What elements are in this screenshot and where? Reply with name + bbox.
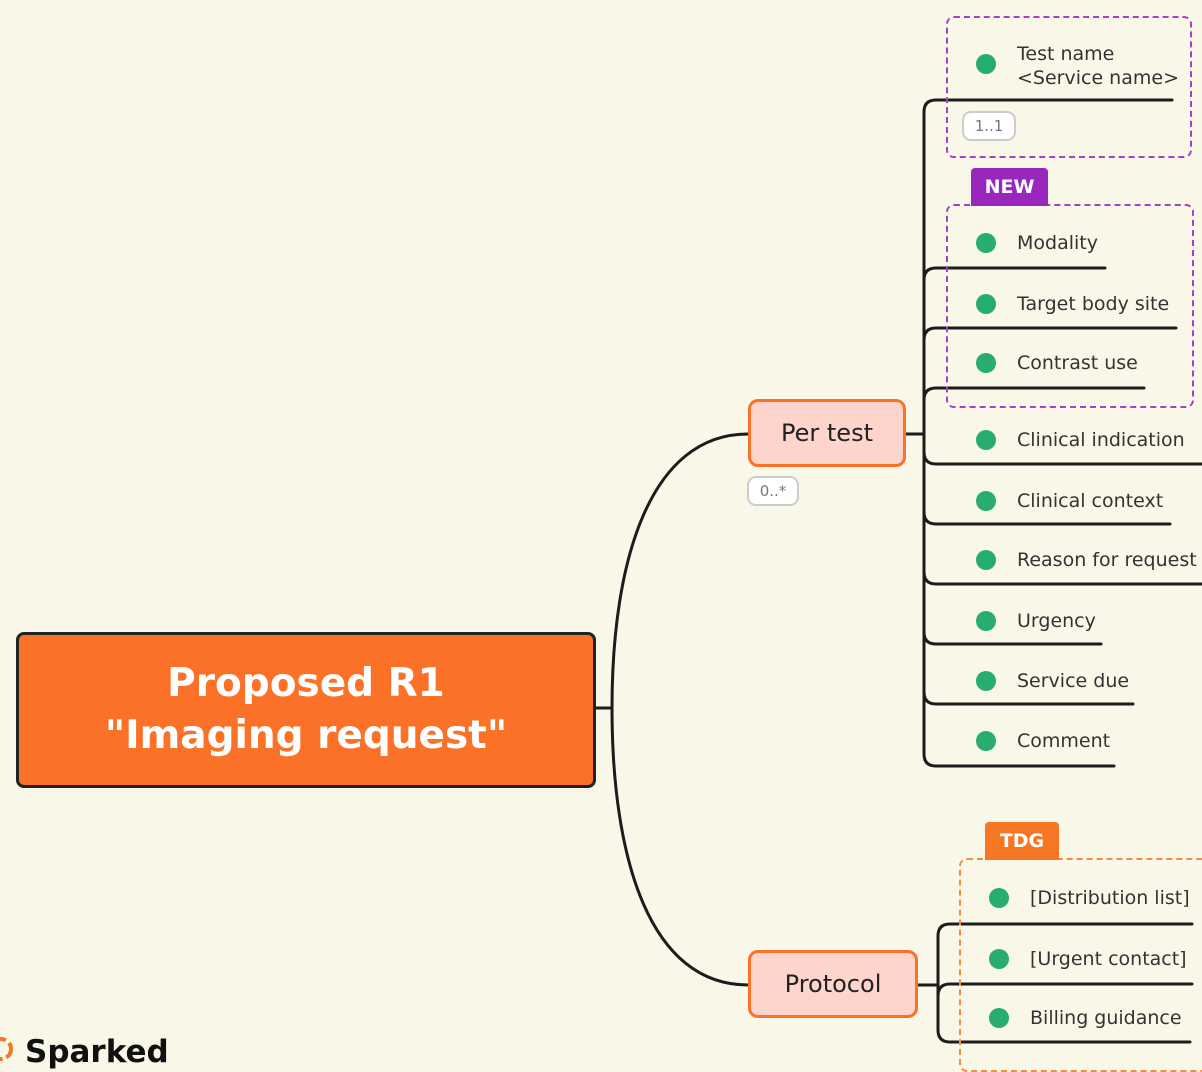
status-dot-icon: [976, 550, 996, 570]
connector-protocol-trunk: [936, 922, 952, 1044]
sparked-logo-text: Sparked: [25, 1034, 169, 1070]
root-node[interactable]: Proposed R1 "Imaging request": [16, 632, 596, 788]
leaf-label: Billing guidance: [1030, 1007, 1182, 1029]
per-test-node[interactable]: Per test: [748, 399, 906, 467]
status-dot-icon: [989, 1008, 1009, 1028]
protocol-node[interactable]: Protocol: [748, 950, 918, 1018]
underline-clinical-context: [922, 510, 1172, 526]
underline-clinical-indication: [922, 450, 1202, 466]
leaf-label: Clinical indication: [1017, 429, 1185, 451]
protocol-label: Protocol: [784, 970, 882, 998]
leaf-label: Clinical context: [1017, 490, 1164, 512]
leaf-label: Target body site: [1017, 293, 1170, 315]
status-dot-icon: [976, 611, 996, 631]
underline-service-due: [922, 690, 1135, 706]
status-dot-icon: [976, 233, 996, 253]
status-dot-icon: [976, 430, 996, 450]
root-title-line1: Proposed R1: [167, 661, 445, 706]
leaf-label: [Distribution list]: [1030, 887, 1190, 909]
sparked-logo-icon: [0, 1037, 13, 1061]
per-test-cardinality: 0..*: [747, 476, 799, 506]
per-test-label: Per test: [781, 419, 873, 447]
leaf-label: Urgency: [1017, 610, 1096, 632]
test-name-cardinality: 1..1: [962, 111, 1016, 141]
new-group-box: [946, 204, 1194, 408]
status-dot-icon: [989, 888, 1009, 908]
connector-root-protocol: [610, 706, 750, 987]
leaf-label-sub: <Service name>: [1017, 67, 1179, 89]
test-name-group-box: [946, 16, 1192, 158]
status-dot-icon: [976, 294, 996, 314]
leaf-label: Contrast use: [1017, 352, 1138, 374]
underline-urgent-contact: [936, 982, 1194, 998]
status-dot-icon: [976, 54, 996, 74]
underline-urgency: [922, 630, 1103, 646]
status-dot-icon: [976, 353, 996, 373]
status-dot-icon: [989, 949, 1009, 969]
tdg-tag: TDG: [985, 822, 1059, 860]
root-title-line2: "Imaging request": [104, 713, 508, 758]
connector-root-per-test: [610, 432, 750, 710]
leaf-label: Comment: [1017, 730, 1111, 752]
status-dot-icon: [976, 731, 996, 751]
leaf-label: Test name: [1017, 43, 1115, 65]
leaf-label: Modality: [1017, 232, 1098, 254]
status-dot-icon: [976, 671, 996, 691]
status-dot-icon: [976, 491, 996, 511]
underline-reason-for-request: [922, 570, 1202, 586]
underline-modality: [922, 266, 1107, 282]
leaf-label: Service due: [1017, 670, 1130, 692]
underline-contrast-use: [922, 386, 1146, 402]
underline-target-body-site: [922, 326, 1178, 342]
leaf-label: [Urgent contact]: [1030, 948, 1187, 970]
leaf-label: Reason for request: [1017, 549, 1197, 571]
new-tag: NEW: [971, 168, 1048, 206]
connector-per-test-trunk: [922, 98, 938, 768]
